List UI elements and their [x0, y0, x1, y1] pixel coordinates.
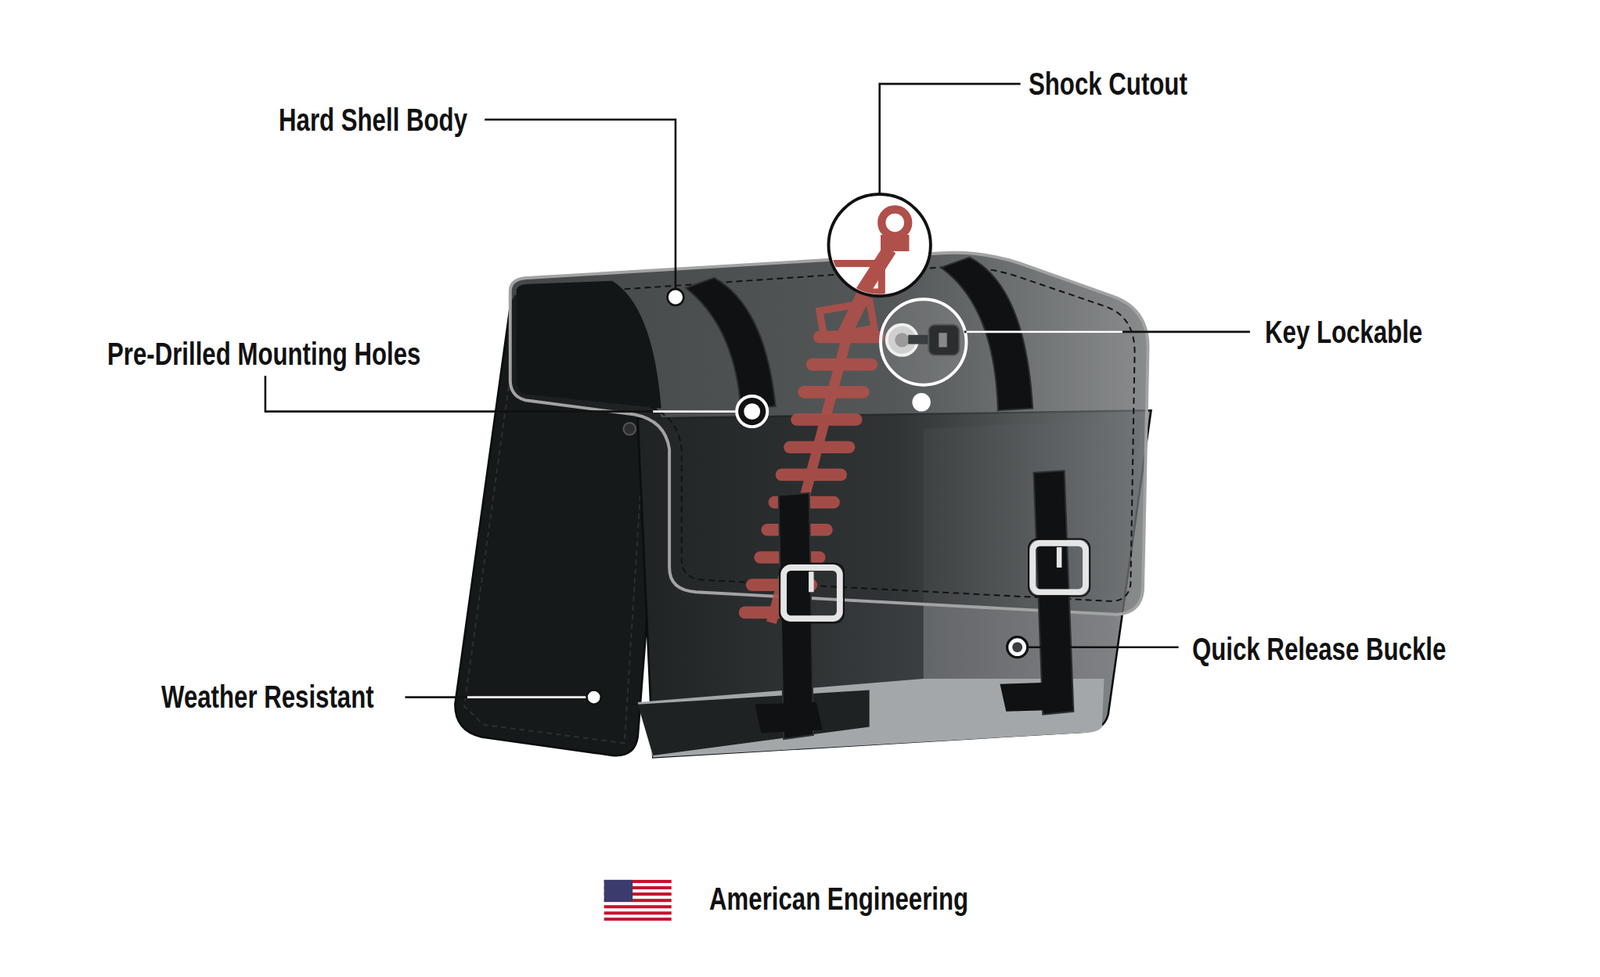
us-flag: [604, 879, 672, 921]
leader-line: [879, 83, 1021, 195]
side-rivet: [623, 422, 636, 436]
leader-line: [1028, 645, 1179, 649]
lid-side: [516, 281, 662, 409]
spring-coil: [775, 468, 847, 482]
lock-core: [894, 332, 909, 347]
flag-stripe: [604, 917, 672, 921]
buckle-prong: [808, 571, 815, 592]
callout-dot: [743, 403, 761, 420]
lock-callout: [880, 299, 967, 386]
leader-line: [484, 119, 676, 289]
callout-label: Key Lockable: [1264, 314, 1423, 350]
strap-tip: [1000, 681, 1074, 712]
spring-coil: [790, 413, 862, 426]
cutout-shock: [828, 209, 910, 307]
flag-stripe: [604, 904, 672, 909]
spring-coil: [806, 358, 878, 372]
flag-stripe: [604, 911, 672, 915]
leader-line-inner: [467, 695, 588, 699]
leader-lines: [265, 83, 1251, 697]
leader-line-inner: [965, 331, 1122, 334]
spring-coil: [813, 331, 885, 344]
buckle: [1032, 543, 1086, 593]
callout-dot: [1007, 637, 1028, 658]
upper-strap: [685, 277, 776, 409]
callout-dot: [736, 396, 768, 427]
key-head: [928, 324, 959, 356]
leader-line: [964, 331, 1251, 334]
lock-dot: [911, 392, 930, 411]
key-slot: [938, 332, 947, 347]
shock-eye: [881, 209, 909, 236]
buckle-prong: [1056, 547, 1063, 568]
flag-field: [604, 879, 672, 921]
key: [908, 335, 931, 345]
bag-floor: [637, 678, 1105, 757]
callout-label: Pre-Drilled Mounting Holes: [107, 336, 421, 372]
shock-absorber: [738, 241, 891, 624]
flag-canton: [604, 879, 634, 902]
strap-tip: [755, 702, 823, 733]
buckle-outline: [779, 563, 844, 624]
footer-label: American Engineering: [709, 881, 969, 916]
callout-label: Weather Resistant: [161, 679, 375, 714]
callout-dot: [1012, 641, 1023, 653]
shock-body: [828, 263, 883, 293]
callout-dot: [667, 288, 685, 306]
callout-label: Quick Release Buckle: [1192, 631, 1446, 667]
buckle-outline: [1028, 539, 1090, 597]
spring-coil: [797, 385, 869, 399]
callout-dot: [587, 689, 602, 704]
buckle: [783, 567, 840, 619]
leader-line: [265, 375, 736, 412]
shock-spine: [771, 336, 847, 623]
leader-line-inner: [652, 410, 736, 413]
spring-coil: [783, 440, 855, 454]
floor-shadow: [637, 689, 870, 755]
cutout-callout: [828, 194, 931, 296]
callout-label: Hard Shell Body: [278, 102, 468, 137]
leader-line: [405, 695, 588, 699]
callout-label: Shock Cutout: [1028, 66, 1188, 101]
